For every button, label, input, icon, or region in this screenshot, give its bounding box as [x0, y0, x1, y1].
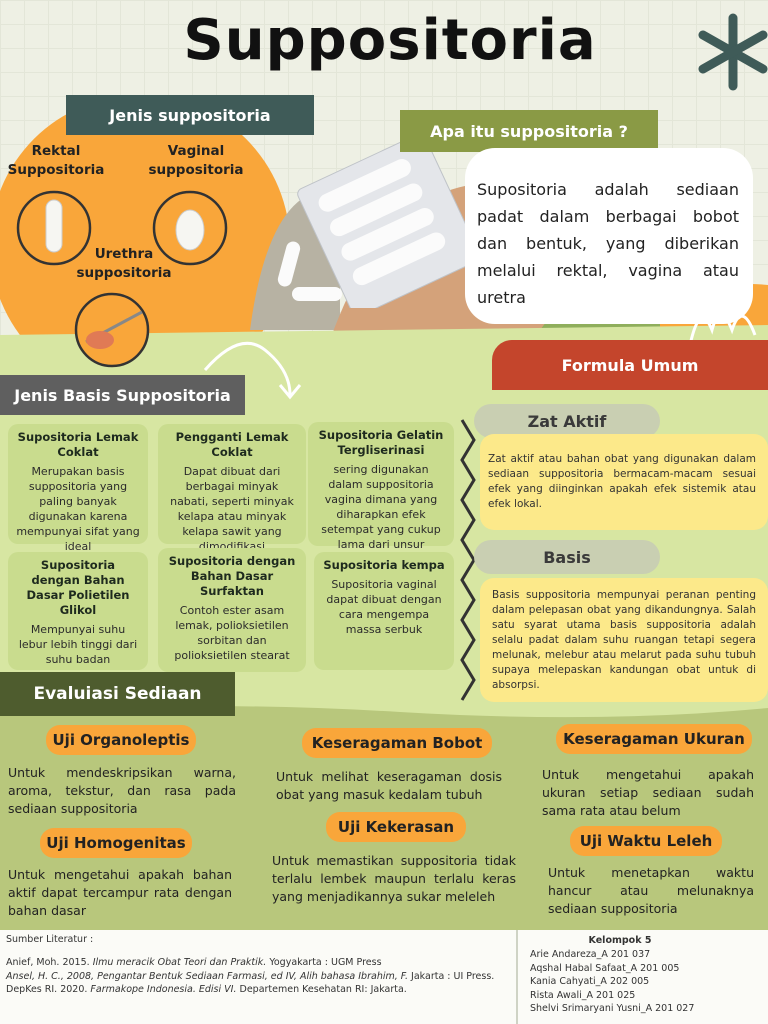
member-name: Aqshal Habal Safaat_A 201 005 [530, 962, 680, 974]
apa-text: Supositoria adalah sediaan padat dalam b… [465, 148, 753, 324]
basis-card-title: Supositoria dengan Bahan Dasar Surfaktan [168, 554, 296, 598]
eval-title: Uji Organoleptis [46, 725, 196, 755]
reference-item: DepKes RI. 2020. Farmakope Indonesia. Ed… [6, 984, 407, 995]
basis-card-2: Pengganti Lemak Coklat Dapat dibuat dari… [158, 424, 306, 553]
urethra-label: Urethra suppositoria [76, 246, 172, 281]
basis-card-title: Supositoria Gelatin Tergliserinasi [318, 428, 444, 457]
eval-title: Keseragaman Ukuran [556, 724, 752, 754]
basis-card-6: Supositoria kempa Supositoria vaginal da… [314, 552, 454, 670]
basis-card-4: Supositoria dengan Bahan Dasar Polietile… [8, 552, 148, 670]
basis-card-title: Supositoria kempa [323, 558, 445, 572]
arrow-decoration [203, 341, 292, 396]
basis-card-text: Merupakan basis suppositoria yang paling… [16, 465, 140, 553]
basis-card-5: Supositoria dengan Bahan Dasar Surfaktan… [158, 548, 306, 672]
basis-card-title: Supositoria dengan Bahan Dasar Polietile… [26, 558, 130, 617]
vaginal-label: Vaginal suppositoria [148, 143, 244, 178]
asterisk-decoration [698, 13, 768, 91]
rektal-image [16, 190, 92, 266]
eval-title: Uji Homogenitas [40, 828, 192, 858]
eval-title: Uji Kekerasan [326, 812, 466, 842]
basis-title: Basis [474, 540, 660, 574]
vaginal-image [152, 190, 228, 266]
footer-divider [516, 930, 518, 1024]
eval-text: Untuk mendeskripsikan warna, aroma, teks… [8, 765, 236, 816]
loose-suppository-image [277, 241, 342, 301]
eval-title: Uji Waktu Leleh [570, 826, 722, 856]
basis-card-text: sering digunakan dalam suppositoria vagi… [321, 463, 441, 566]
member-name: Rista Awali_A 201 025 [530, 989, 636, 1001]
eval-text: Untuk mengetahui apakah bahan aktif dapa… [8, 867, 232, 918]
member-name: Shelvi Srimaryani Yusni_A 201 027 [530, 1003, 695, 1014]
basis-heading: Jenis Basis Suppositoria [0, 375, 245, 415]
kelompok-members: Arie Andareza_A 201 037 Aqshal Habal Saf… [530, 948, 766, 1016]
page-title: Suppositoria [183, 8, 597, 73]
evaluasi-heading: Evaluiasi Sediaan [0, 672, 235, 716]
eval-text: Untuk menetapkan waktu hancur atau melun… [548, 865, 754, 916]
formula-heading: Formula Umum [492, 340, 768, 390]
sumber-refs: Anief, Moh. 2015. Ilmu meracik Obat Teor… [6, 956, 511, 997]
sumber-heading: Sumber Literatur : [6, 934, 94, 945]
basis-card-text: Contoh ester asam lemak, polioksietilen … [174, 604, 290, 662]
basis-card-1: Supositoria Lemak Coklat Merupakan basis… [8, 424, 148, 553]
basis-card-title: Pengganti Lemak Coklat [175, 430, 289, 459]
basis-card-text: Mempunyai suhu lebur lebih tinggi dari s… [18, 623, 138, 666]
eval-text: Untuk melihat keseragaman dosis obat yan… [276, 769, 502, 802]
zat-aktif-title: Zat Aktif [474, 404, 660, 438]
member-name: Arie Andareza_A 201 037 [530, 949, 651, 960]
rektal-label: Rektal Suppositoria [7, 143, 105, 178]
apa-heading: Apa itu suppositoria ? [400, 110, 658, 152]
reference-item: Ansel, H. C., 2008, Pengantar Bentuk Sed… [6, 970, 495, 982]
jenis-heading: Jenis suppositoria [66, 95, 314, 135]
eval-text: Untuk memastikan suppositoria tidak terl… [272, 853, 516, 904]
reference-item: Anief, Moh. 2015. Ilmu meracik Obat Teor… [6, 957, 382, 968]
suppository-pack-image [297, 133, 470, 308]
kelompok-heading: Kelompok 5 [588, 935, 652, 946]
basis-card-3: Supositoria Gelatin Tergliserinasi serin… [308, 422, 454, 566]
orange-circle-shape [0, 95, 290, 395]
urethra-image [74, 292, 150, 368]
basis-text: Basis suppositoria mempunyai peranan pen… [480, 578, 768, 702]
eval-title: Keseragaman Bobot [302, 728, 492, 758]
basis-card-text: Dapat dibuat dari berbagai minyak nabati… [170, 465, 294, 553]
zat-aktif-text: Zat aktif atau bahan obat yang digunakan… [480, 434, 768, 530]
basis-card-title: Supositoria Lemak Coklat [17, 430, 139, 459]
eval-text: Untuk mengetahui apakah ukuran setiap se… [542, 767, 754, 818]
footer [0, 930, 768, 1024]
basis-card-text: Supositoria vaginal dapat dibuat dengan … [326, 578, 442, 636]
member-name: Kania Cahyati_A 202 005 [530, 976, 650, 987]
